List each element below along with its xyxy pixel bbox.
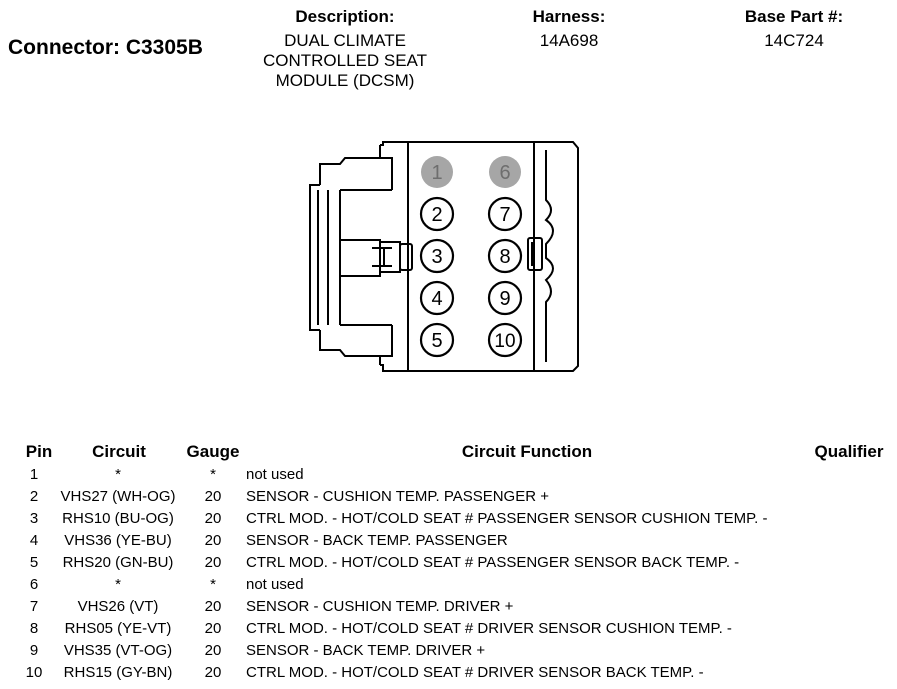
column-header-pin: Pin	[25, 442, 53, 461]
pin-cavity	[419, 238, 455, 274]
cell-function: CTRL MOD. - HOT/COLD SEAT # DRIVER SENSO…	[246, 664, 704, 681]
table-row: 6 * * not used	[0, 574, 897, 596]
cell-function: CTRL MOD. - HOT/COLD SEAT # PASSENGER SE…	[246, 554, 740, 571]
cell-pin: 2	[29, 488, 39, 505]
description-line-2: CONTROLLED SEAT	[262, 51, 428, 70]
description-value: DUAL CLIMATE CONTROLLED SEAT MODULE (DCS…	[235, 31, 455, 91]
cell-circuit: RHS15 (GY-BN)	[63, 664, 173, 681]
cell-circuit: VHS26 (VT)	[77, 598, 159, 615]
base-part-value: 14C724	[764, 31, 824, 50]
harness-value: 14A698	[539, 31, 599, 50]
pin-number: 1	[431, 162, 442, 184]
pin-number: 9	[499, 288, 510, 310]
pin-number: 7	[499, 204, 510, 226]
cell-function: CTRL MOD. - HOT/COLD SEAT # PASSENGER SE…	[246, 510, 768, 527]
cell-circuit: *	[115, 466, 121, 483]
cell-gauge: 20	[204, 620, 222, 637]
pin-cavity	[487, 280, 523, 316]
column-header-function: Circuit Function	[461, 442, 593, 461]
cell-gauge: 20	[204, 510, 222, 527]
cell-function: not used	[246, 466, 304, 483]
cell-gauge: 20	[204, 642, 222, 659]
table-row: 8 RHS05 (YE-VT) 20 CTRL MOD. - HOT/COLD SEA…	[0, 618, 897, 640]
cell-function: SENSOR - BACK TEMP. DRIVER +	[246, 642, 486, 659]
pin-number: 3	[431, 246, 442, 268]
base-part-label: Base Part #:	[744, 7, 844, 26]
cell-function: SENSOR - CUSHION TEMP. PASSENGER +	[246, 488, 549, 505]
cell-circuit: RHS05 (YE-VT)	[64, 620, 172, 637]
description-label: Description:	[295, 7, 395, 26]
cell-pin: 4	[29, 532, 39, 549]
pin-cavity	[419, 196, 455, 232]
cell-circuit: VHS27 (WH-OG)	[60, 488, 176, 505]
table-row: 10 RHS15 (GY-BN) 20 CTRL MOD. - HOT/COLD SE…	[0, 662, 897, 684]
cell-gauge: *	[210, 576, 216, 593]
cell-circuit: RHS10 (BU-OG)	[62, 510, 174, 527]
cell-gauge: *	[210, 466, 216, 483]
cell-circuit: *	[115, 576, 121, 593]
cell-pin: 8	[29, 620, 39, 637]
cell-gauge: 20	[204, 664, 222, 681]
pin-grid: 1 2 3 4 5 6 7 8 9 10	[419, 156, 523, 358]
cell-function: CTRL MOD. - HOT/COLD SEAT # DRIVER SENSO…	[246, 620, 732, 637]
pin-2: 2	[419, 196, 455, 232]
table-row: 5 RHS20 (GN-BU) 20 CTRL MOD. - HOT/COLD SEA…	[0, 552, 897, 574]
harness-label: Harness:	[532, 7, 606, 26]
connector-title: Connector: C3305B	[8, 36, 203, 59]
pin-1: 1	[421, 156, 453, 188]
cell-function: not used	[246, 576, 304, 593]
pin-5: 5	[419, 322, 455, 358]
cell-pin: 7	[29, 598, 39, 615]
cell-gauge: 20	[204, 488, 222, 505]
pin-number: 4	[431, 288, 442, 310]
pin-6: 6	[489, 156, 521, 188]
table-row: 3 RHS10 (BU-OG) 20 CTRL MOD. - HOT/COLD SEA…	[0, 508, 897, 530]
pin-10: 10	[487, 322, 523, 358]
pin-number: 2	[431, 204, 442, 226]
cell-circuit: VHS36 (YE-BU)	[64, 532, 172, 549]
pin-cavity	[419, 322, 455, 358]
table-row: 2 VHS27 (WH-OG) 20 SENSOR - CUSHION TEMP. P…	[0, 486, 897, 508]
pin-cavity	[489, 156, 521, 188]
pin-cavity	[419, 280, 455, 316]
pin-number: 5	[431, 330, 442, 352]
pin-cavity	[421, 156, 453, 188]
cell-pin: 3	[29, 510, 39, 527]
cell-circuit: VHS35 (VT-OG)	[63, 642, 173, 659]
cell-function: SENSOR - BACK TEMP. PASSENGER	[246, 532, 508, 549]
pin-4: 4	[419, 280, 455, 316]
cell-pin: 5	[29, 554, 39, 571]
pin-cavity	[487, 238, 523, 274]
cell-pin: 10	[25, 664, 43, 681]
column-header-qualifier: Qualifier	[814, 442, 884, 461]
cell-circuit: RHS20 (GN-BU)	[62, 554, 174, 571]
pin-cavity	[487, 322, 523, 358]
cell-gauge: 20	[204, 532, 222, 549]
table-row: 7 VHS26 (VT) 20 SENSOR - CUSHION TEMP. DRIV…	[0, 596, 897, 618]
cell-function: SENSOR - CUSHION TEMP. DRIVER +	[246, 598, 514, 615]
cell-gauge: 20	[204, 598, 222, 615]
pin-9: 9	[487, 280, 523, 316]
table-row: 9 VHS35 (VT-OG) 20 SENSOR - BACK TEMP. DRIV…	[0, 640, 897, 662]
pin-number: 6	[499, 162, 510, 184]
description-line-3: MODULE (DCSM)	[275, 71, 415, 90]
table-row: 4 VHS36 (YE-BU) 20 SENSOR - BACK TEMP. PASS…	[0, 530, 897, 552]
description-line-1: DUAL CLIMATE	[284, 31, 406, 50]
pin-8: 8	[487, 238, 523, 274]
pin-3: 3	[419, 238, 455, 274]
column-header-circuit: Circuit	[92, 442, 146, 461]
cell-pin: 9	[29, 642, 39, 659]
column-header-gauge: Gauge	[186, 442, 240, 461]
pin-number: 8	[499, 246, 510, 268]
table-row: 1 * * not used	[0, 464, 897, 486]
pin-7: 7	[487, 196, 523, 232]
cell-gauge: 20	[204, 554, 222, 571]
pin-cavity	[487, 196, 523, 232]
connector-housing	[309, 141, 579, 372]
connector-diagram: 1 2 3 4 5 6 7 8 9 10	[309, 141, 579, 372]
pin-number: 10	[494, 331, 515, 352]
cell-pin: 1	[29, 466, 39, 483]
cell-pin: 6	[29, 576, 39, 593]
